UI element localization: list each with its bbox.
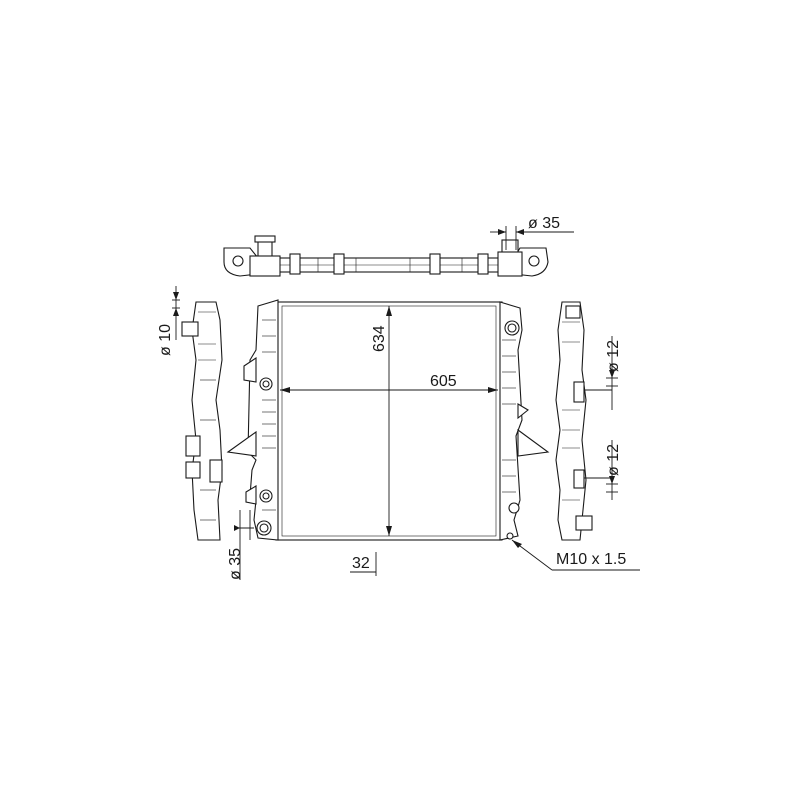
left-side-tank [191, 301, 223, 541]
right-side-view: ø 12 ø 12 [555, 301, 622, 541]
right-tank-ribs [502, 339, 516, 493]
top-view: ø 35 [223, 215, 574, 277]
front-view: 605 634 32 M10 x 1.5 ø 35 [226, 299, 640, 580]
bottom-pipe-diameter-label: ø 35 [227, 548, 244, 580]
thread-label: M10 x 1.5 [556, 551, 626, 568]
width-label: 605 [430, 373, 457, 390]
core-depth-label: 32 [352, 555, 370, 572]
height-label: 634 [371, 325, 388, 352]
top-pipe-diameter-label: ø 35 [528, 215, 560, 232]
left-lower-fitting [259, 489, 273, 503]
right-lower-fitting [508, 502, 520, 514]
right-lower-pipe-label: ø 12 [605, 444, 622, 476]
left-tank-ribs [262, 319, 276, 511]
right-side-tank [555, 301, 587, 541]
right-upper-pipe-label: ø 12 [605, 340, 622, 372]
left-upper-fitting [259, 377, 273, 391]
left-bottom-outlet [256, 520, 272, 536]
left-side-view: ø 10 [157, 286, 223, 541]
left-small-pipe-label: ø 10 [157, 324, 174, 356]
right-top-inlet [504, 320, 520, 336]
drain-plug [506, 532, 514, 540]
